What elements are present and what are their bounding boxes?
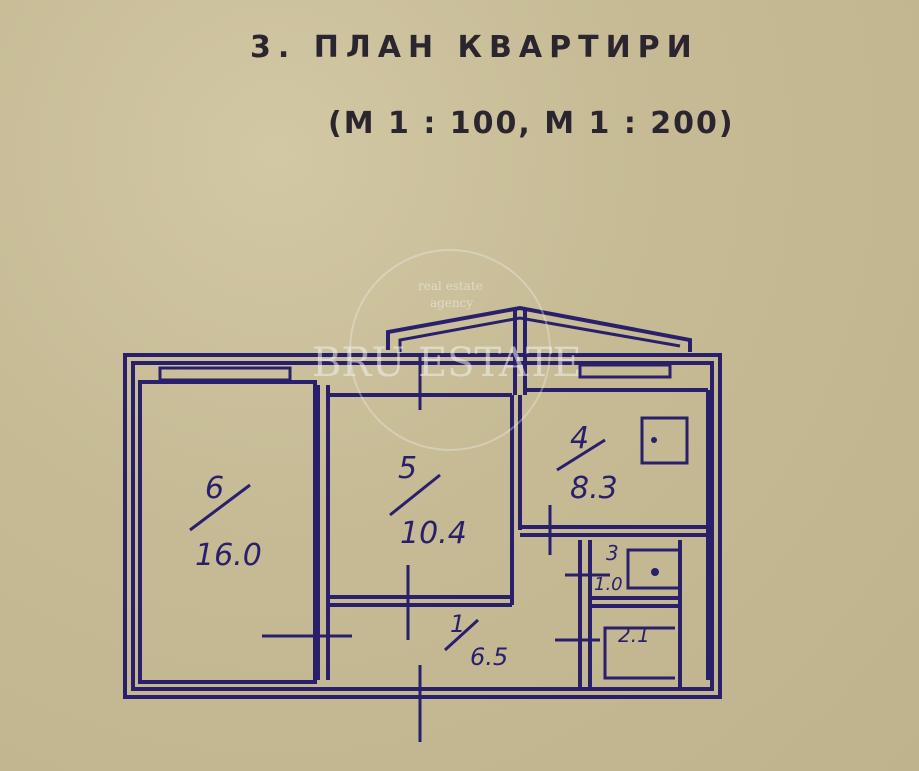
room-3-area: 1.0 — [594, 574, 623, 595]
watermark-line1: real estate — [418, 279, 483, 293]
room-5-number: 5 — [398, 451, 417, 486]
room-6-area: 16.0 — [195, 538, 262, 573]
bathtub — [603, 626, 675, 680]
room-4-area: 8.3 — [570, 471, 618, 506]
room-1-area: 6.5 — [470, 643, 508, 671]
scale-note: (М 1 : 100, М 1 : 200) — [328, 106, 735, 141]
page-title: 3. ПЛАН КВАРТИРИ — [250, 30, 699, 65]
sink — [626, 548, 678, 590]
watermark-brand: BRU ESTATE — [312, 340, 582, 386]
room-4-number: 4 — [570, 421, 589, 456]
walls — [123, 305, 722, 742]
room-6-outline — [138, 380, 317, 684]
balcony — [386, 305, 692, 352]
room-5-area: 10.4 — [400, 516, 467, 551]
outer-wall — [123, 353, 722, 699]
room-2-area: 2.1 — [618, 623, 650, 647]
window — [158, 366, 292, 382]
watermark: real estate agency BRU ESTATE — [312, 249, 582, 451]
room-1-number: 1 — [450, 610, 465, 638]
room-6-number: 6 — [205, 471, 224, 506]
room-3-number: 3 — [606, 541, 619, 565]
watermark-line2: agency — [430, 296, 473, 310]
stove — [640, 416, 689, 465]
